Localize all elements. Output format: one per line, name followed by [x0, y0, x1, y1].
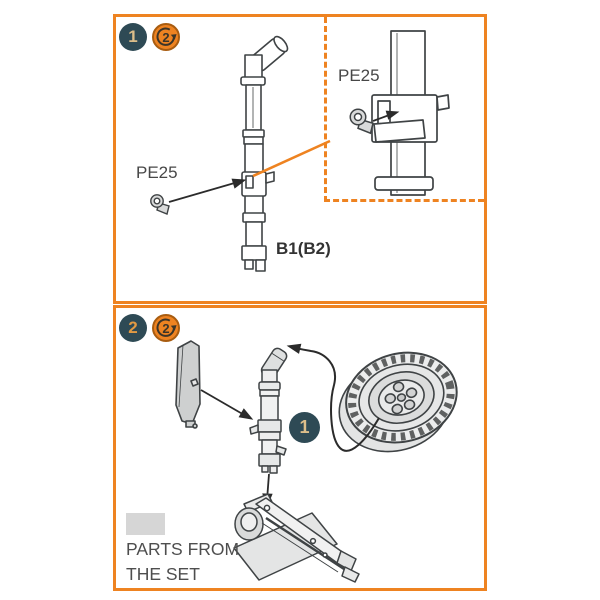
legend-caption-line1: PARTS FROM [126, 539, 240, 559]
circular-arrow-icon [156, 27, 177, 46]
step-1-drawing-layer [150, 30, 450, 272]
repeat-count-badge: 2 [152, 314, 180, 342]
pe25-arrow [168, 178, 247, 203]
pe25-inset-arrow [372, 110, 400, 122]
legend-caption-line2: THE SET [126, 564, 200, 584]
step-number: 1 [128, 27, 138, 46]
repeat-count: 2 [162, 29, 170, 45]
set-parts-color-swatch [126, 513, 165, 535]
pe25-part-drawing [150, 194, 170, 215]
wheel-to-strut-arrow [286, 343, 380, 452]
step-2-header: 2 2 [119, 314, 180, 342]
step-2-drawing-layer [175, 340, 458, 583]
legend-caption: PARTS FROM THE SET [126, 537, 239, 587]
step-number-badge: 2 [119, 314, 147, 342]
landing-gear-strut-drawing [240, 35, 289, 272]
inset-strut-detail-drawing [371, 30, 450, 196]
inset-callout-line [252, 139, 331, 178]
detail-inset-box [324, 17, 484, 202]
part-code-label: B1(B2) [276, 239, 331, 258]
step-number-badge: 1 [119, 23, 147, 51]
assembly-reference-number: 1 [299, 417, 310, 437]
repeat-count-badge: 2 [152, 23, 180, 51]
assembly-reference-badge: 1 [289, 412, 320, 443]
circular-arrow-icon [156, 318, 177, 337]
gear-door-drawing [175, 340, 201, 429]
step-number: 2 [128, 318, 138, 337]
step-1-panel: PE25 PE25 B1(B2) 1 2 [113, 14, 487, 304]
pe25-inset-label: PE25 [338, 66, 380, 85]
step-1-header: 1 2 [119, 23, 180, 51]
repeat-count: 2 [162, 320, 170, 336]
wheel-drawing [338, 351, 458, 453]
retraction-mechanism-drawing [233, 493, 360, 583]
pe25-part-inset-drawing [349, 108, 374, 135]
door-arrow [200, 389, 254, 420]
step-2-panel: 1 PARTS FROM THE SET 2 2 [113, 305, 487, 591]
pe25-label: PE25 [136, 163, 178, 182]
assembled-strut-drawing [249, 347, 288, 474]
